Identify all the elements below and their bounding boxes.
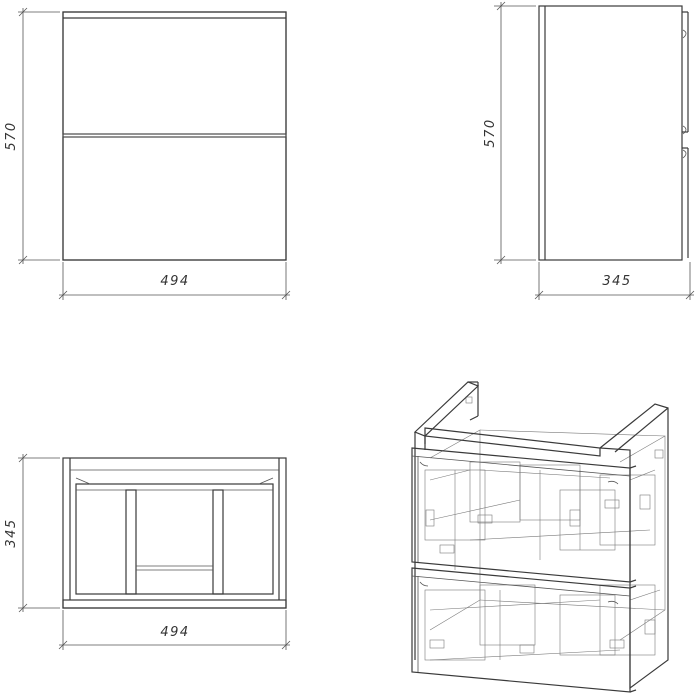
top-width-dimension: 494 xyxy=(58,610,291,650)
front-height-label: 570 xyxy=(4,121,19,150)
top-view: 345 494 xyxy=(4,453,291,650)
side-outline xyxy=(538,5,683,261)
front-view: 570 494 xyxy=(4,7,291,300)
iso-drawer-1-front xyxy=(411,447,631,583)
side-view: 570 345 xyxy=(483,1,695,300)
iso-hidden-lines xyxy=(424,396,666,661)
side-height-label: 570 xyxy=(483,118,498,147)
top-width-label: 494 xyxy=(160,625,189,640)
iso-right-panel xyxy=(598,403,669,690)
iso-drawer-2-front xyxy=(411,567,631,693)
top-outline xyxy=(62,457,287,609)
side-depth-dimension: 345 xyxy=(534,262,695,300)
top-depth-label: 345 xyxy=(4,518,19,547)
front-height-dimension: 570 xyxy=(4,7,60,265)
side-depth-label: 345 xyxy=(602,274,631,289)
front-width-dimension: 494 xyxy=(58,262,291,300)
isometric-view xyxy=(411,381,669,693)
front-outline xyxy=(62,11,287,261)
iso-top-rail xyxy=(424,427,601,457)
side-height-dimension: 570 xyxy=(483,1,536,265)
front-upper-drawer xyxy=(62,11,287,135)
top-depth-dimension: 345 xyxy=(4,453,60,613)
front-lower-drawer xyxy=(62,136,287,261)
front-width-label: 494 xyxy=(160,274,189,289)
